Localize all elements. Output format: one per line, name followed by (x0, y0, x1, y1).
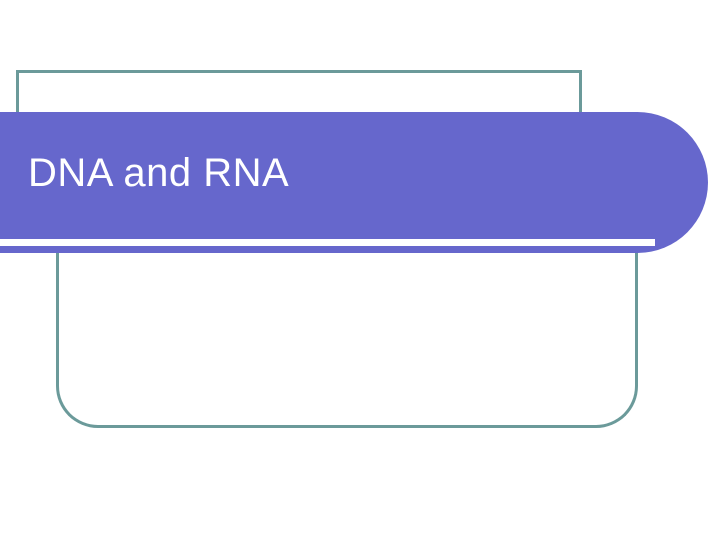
slide-body-placeholder[interactable] (60, 258, 634, 424)
title-divider-rule (0, 239, 655, 246)
decorative-frame-bottom (56, 240, 638, 428)
title-band-shape (0, 112, 708, 253)
slide-title[interactable]: DNA and RNA (28, 151, 290, 195)
decorative-frame-top (16, 70, 582, 140)
